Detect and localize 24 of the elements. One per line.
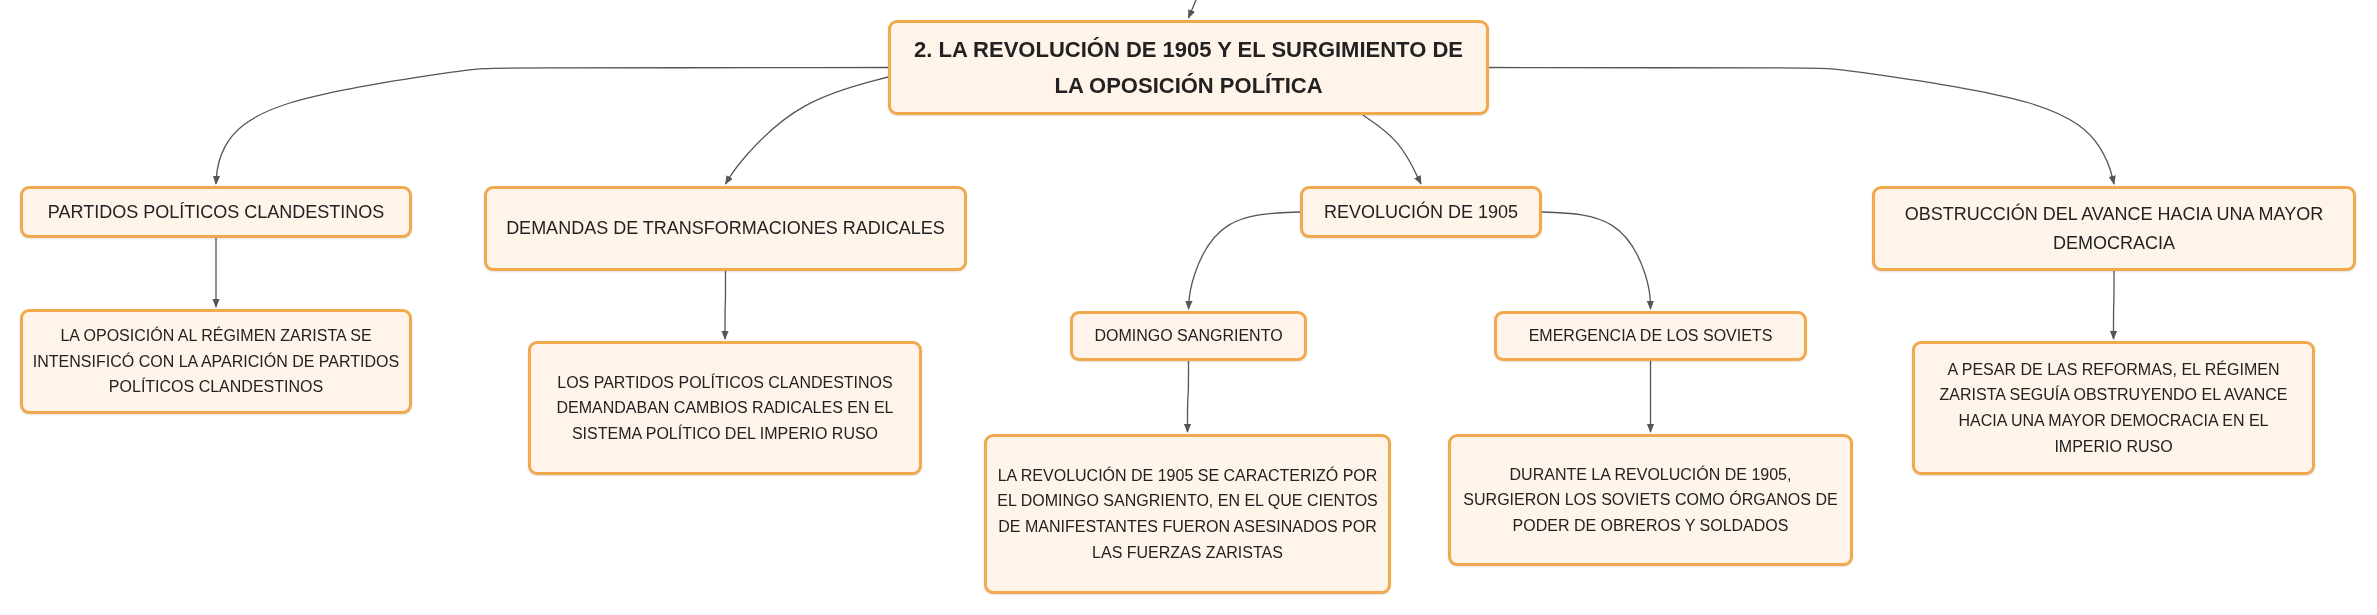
connector-arrow	[1187, 0, 1197, 19]
topic-box: A PESAR DE LAS REFORMAS, EL RÉGIMEN ZARISTA SEGUÍA OBSTRUYENDO EL AVANCE HACIA UNA MAYOR DEMOCRACIA EN EL IMPERIO RUSO	[1912, 341, 2315, 475]
topic-box: LA REVOLUCIÓN DE 1905 SE CARACTERIZÓ POR EL DOMINGO SANGRIENTO, EN EL QUE CIENTOS DE MANIFESTANTES FUERON ASESINADOS POR LAS FUERZAS ZARISTAS	[984, 434, 1391, 594]
connector-arrow	[212, 237, 220, 308]
topic-box: LA OPOSICIÓN AL RÉGIMEN ZARISTA SE INTENSIFICÓ CON LA APARICIÓN DE PARTIDOS POLÍTICOS CLANDESTINOS	[20, 309, 412, 414]
connector-arrow	[1646, 360, 1655, 433]
connector-arrow	[2109, 270, 2118, 340]
connector-arrow	[1185, 211, 1301, 310]
topic-box: DOMINGO SANGRIENTO	[1070, 311, 1307, 361]
topic-box: OBSTRUCCIÓN DEL AVANCE HACIA UNA MAYOR DEMOCRACIA	[1872, 186, 2356, 271]
connector-arrow	[724, 76, 889, 185]
topic-box: DEMANDAS DE TRANSFORMACIONES RADICALES	[484, 186, 967, 271]
connector-arrow	[212, 66, 889, 185]
connector-arrow	[1541, 211, 1654, 310]
connector-arrow	[1488, 66, 2116, 185]
title-box: 2. LA REVOLUCIÓN DE 1905 Y EL SURGIMIENTO DE LA OPOSICIÓN POLÍTICA	[888, 20, 1489, 115]
connector-arrow	[1183, 360, 1192, 433]
connector-arrow	[721, 270, 729, 340]
topic-box: EMERGENCIA DE LOS SOVIETS	[1494, 311, 1807, 361]
topic-box: LOS PARTIDOS POLÍTICOS CLANDESTINOS DEMANDABAN CAMBIOS RADICALES EN EL SISTEMA POLÍTICO DEL IMPERIO RUSO	[528, 341, 922, 475]
topic-box: DURANTE LA REVOLUCIÓN DE 1905, SURGIERON LOS SOVIETS COMO ÓRGANOS DE PODER DE OBREROS Y SOLDADOS	[1448, 434, 1853, 566]
topic-box: REVOLUCIÓN DE 1905	[1300, 186, 1542, 238]
connector-arrow	[1362, 114, 1422, 185]
topic-box: PARTIDOS POLÍTICOS CLANDESTINOS	[20, 186, 412, 238]
